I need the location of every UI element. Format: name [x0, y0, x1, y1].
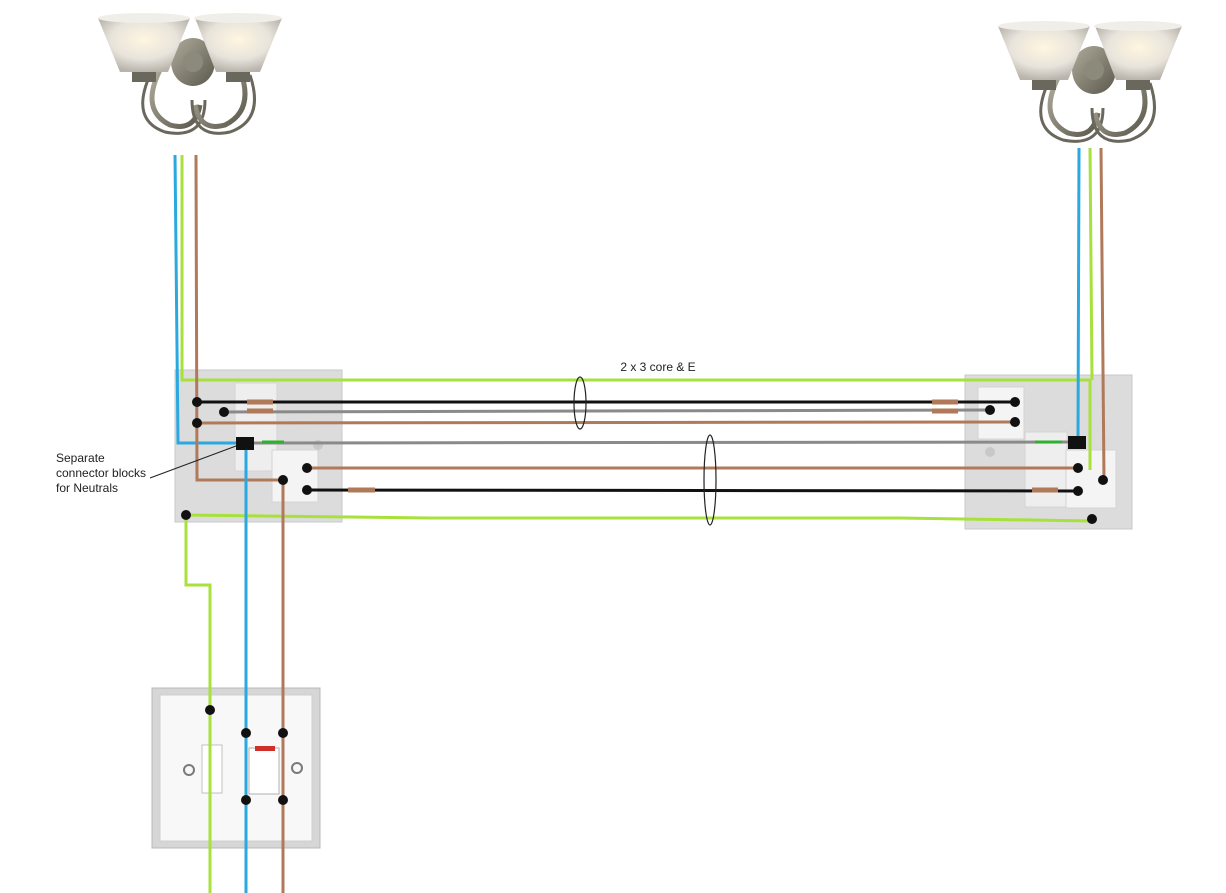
- cable-group-upper: [573, 376, 587, 430]
- terminals: [181, 397, 1108, 805]
- fused-spur: [151, 687, 321, 849]
- neutral-connector-left: [236, 437, 254, 450]
- wires: [173, 147, 1106, 893]
- neutral-note-line3: for Neutrals: [56, 481, 118, 495]
- switch-plate-left: [174, 369, 343, 523]
- neutral-note-line2: connector blocks: [56, 466, 146, 480]
- neon-indicator: [255, 746, 275, 751]
- neutral-connector-right: [1068, 436, 1086, 449]
- cable-label: 2 x 3 core & E: [620, 360, 695, 374]
- wall-light-left: [98, 13, 282, 135]
- neutral-note-line1: Separate: [56, 451, 105, 465]
- neutral-note-pointer: [149, 445, 237, 479]
- wall-light-right: [998, 21, 1182, 143]
- switch-plate-right: [964, 374, 1133, 530]
- cable-group-lower: [703, 434, 717, 526]
